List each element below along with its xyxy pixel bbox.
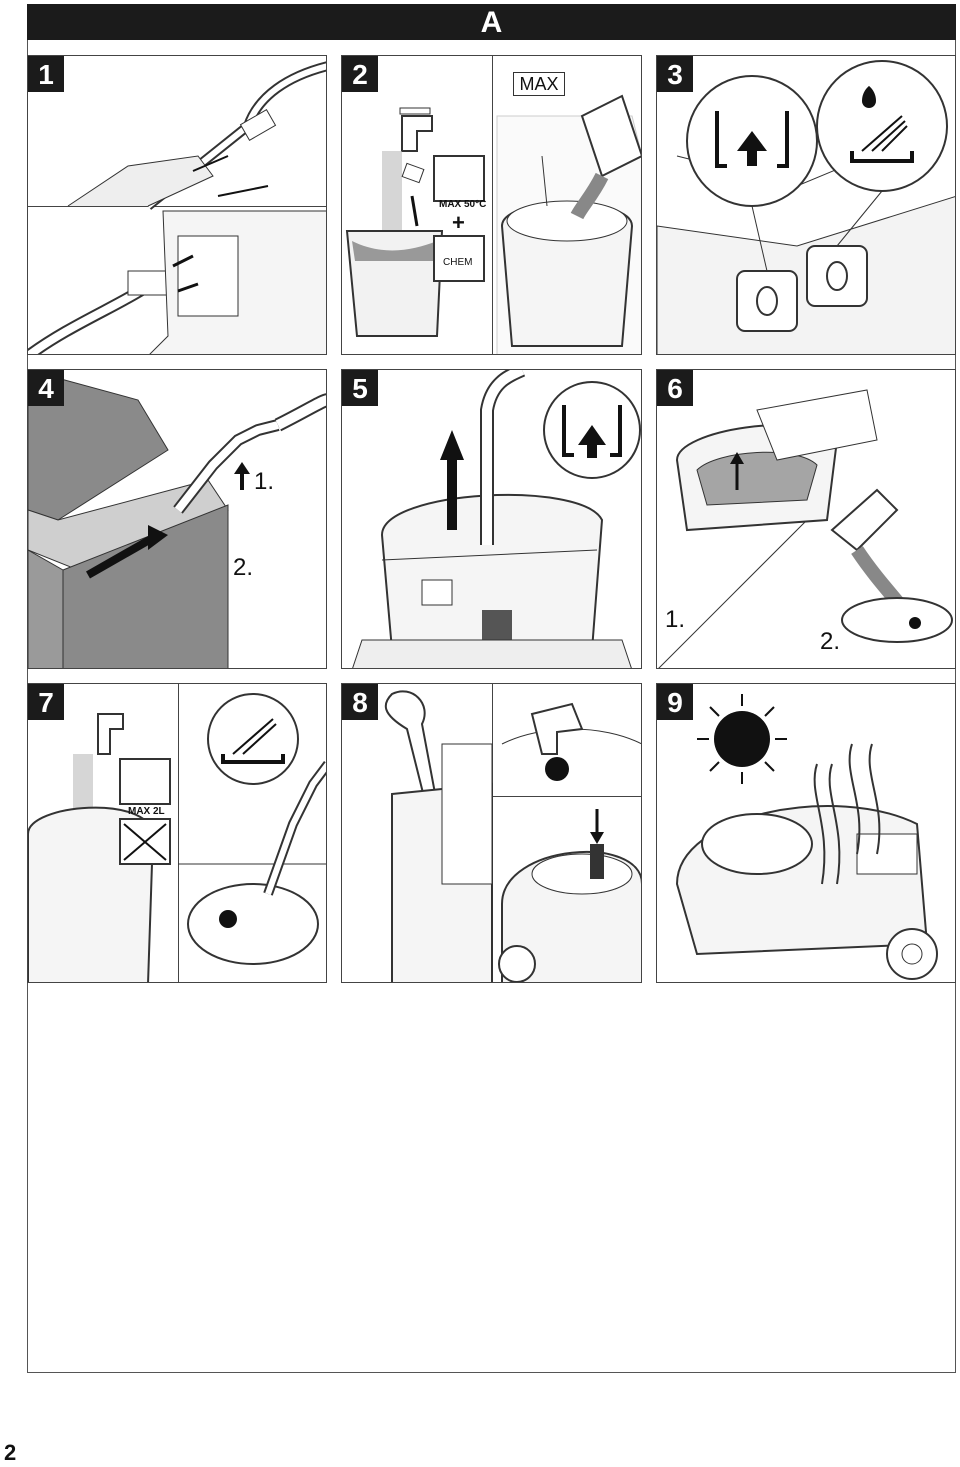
section-header: A (27, 4, 956, 40)
panel-5: 5 (341, 369, 642, 669)
empty-tank-illustration (658, 389, 953, 668)
panel-4: 4 1. 2. (27, 369, 327, 669)
panel-6: 6 1. 2. (656, 369, 956, 669)
chem-label: CHEM (443, 257, 473, 268)
panel-9: 9 (656, 683, 956, 983)
step-1-label: 1. (665, 606, 686, 633)
step-2-label: 2. (233, 554, 254, 581)
panel-8: 8 (341, 683, 642, 983)
divider (178, 684, 179, 982)
step-number: 8 (342, 684, 378, 720)
step-number: 9 (657, 684, 693, 720)
panel-7: 7 MAX 2L (27, 683, 327, 983)
max-temperature-label: MAX 50°C (439, 199, 487, 210)
page-number: 2 (4, 1440, 17, 1465)
mode-switch-illustration (657, 60, 955, 354)
step-number: 7 (28, 684, 64, 720)
step-number: 6 (657, 370, 693, 406)
max-level-label: MAX (513, 72, 565, 96)
hose-connection-illustration (28, 61, 326, 354)
step-number: 5 (342, 370, 378, 406)
plus-sign: + (452, 210, 465, 235)
step-number: 4 (28, 370, 64, 406)
clean-filter-illustration (384, 690, 641, 982)
panel-2: 2 MAX MAX 50°C + CHEM (341, 55, 642, 355)
divider (492, 56, 493, 354)
step-1-label: 1. (254, 468, 275, 495)
divider (28, 206, 326, 207)
panel-1: 1 (27, 55, 327, 355)
max-volume-label: MAX 2L (128, 806, 165, 817)
step-number: 3 (657, 56, 693, 92)
step-number: 2 (342, 56, 378, 92)
panel-3: 3 (656, 55, 956, 355)
upholstery-cleaning-illustration (28, 370, 326, 668)
dry-device-illustration (675, 694, 938, 980)
rinse-illustration (28, 693, 326, 982)
step-2-label: 2. (820, 628, 841, 655)
step-number: 1 (28, 56, 64, 92)
vacuum-mode-illustration (352, 370, 641, 668)
fill-tank-illustration (345, 94, 641, 354)
divider (492, 796, 641, 797)
